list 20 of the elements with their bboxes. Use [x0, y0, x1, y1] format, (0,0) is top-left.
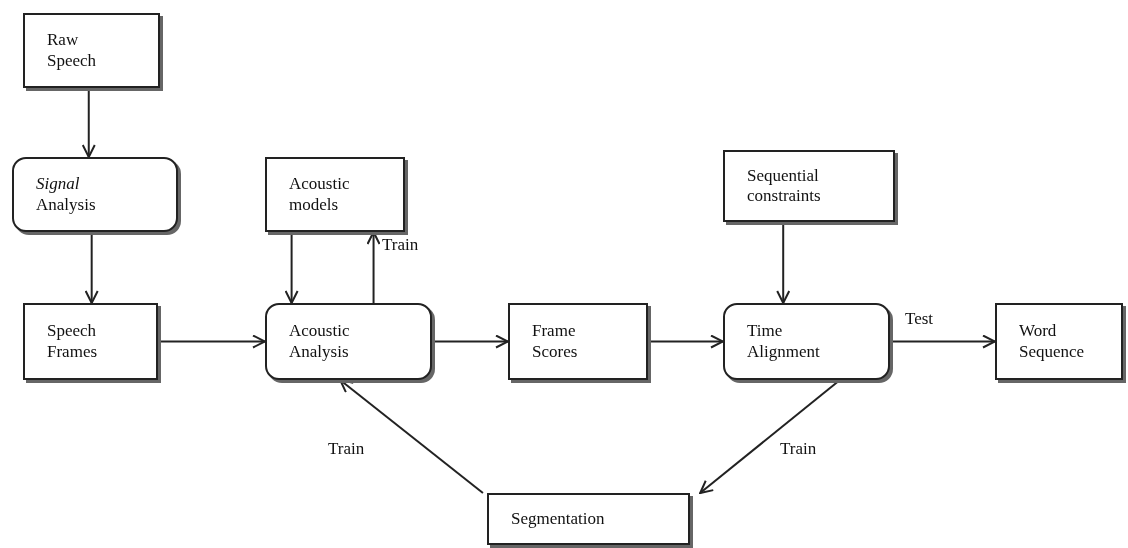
data-box	[995, 303, 1123, 380]
node-label: Acoustic Analysis	[289, 321, 350, 362]
node-label: Speech Frames	[47, 321, 98, 362]
node-label: Signal Analysis	[36, 174, 96, 215]
process-box	[265, 303, 432, 380]
data-box	[723, 150, 895, 222]
data-box	[23, 303, 158, 380]
data-box	[487, 493, 690, 545]
process-box	[12, 157, 178, 232]
node-label: Segmentation	[511, 508, 605, 530]
node-label: Word Sequence	[1019, 321, 1085, 362]
node-label: Sequential constraints	[747, 165, 821, 207]
node-label: Time Alignment	[747, 321, 820, 362]
node-label: Raw Speech	[47, 30, 97, 71]
process-box	[723, 303, 890, 380]
data-box	[23, 13, 160, 88]
node-label: Frame Scores	[532, 321, 578, 362]
data-box	[508, 303, 648, 380]
node-label: Acoustic models	[289, 174, 350, 215]
data-box	[265, 157, 405, 232]
